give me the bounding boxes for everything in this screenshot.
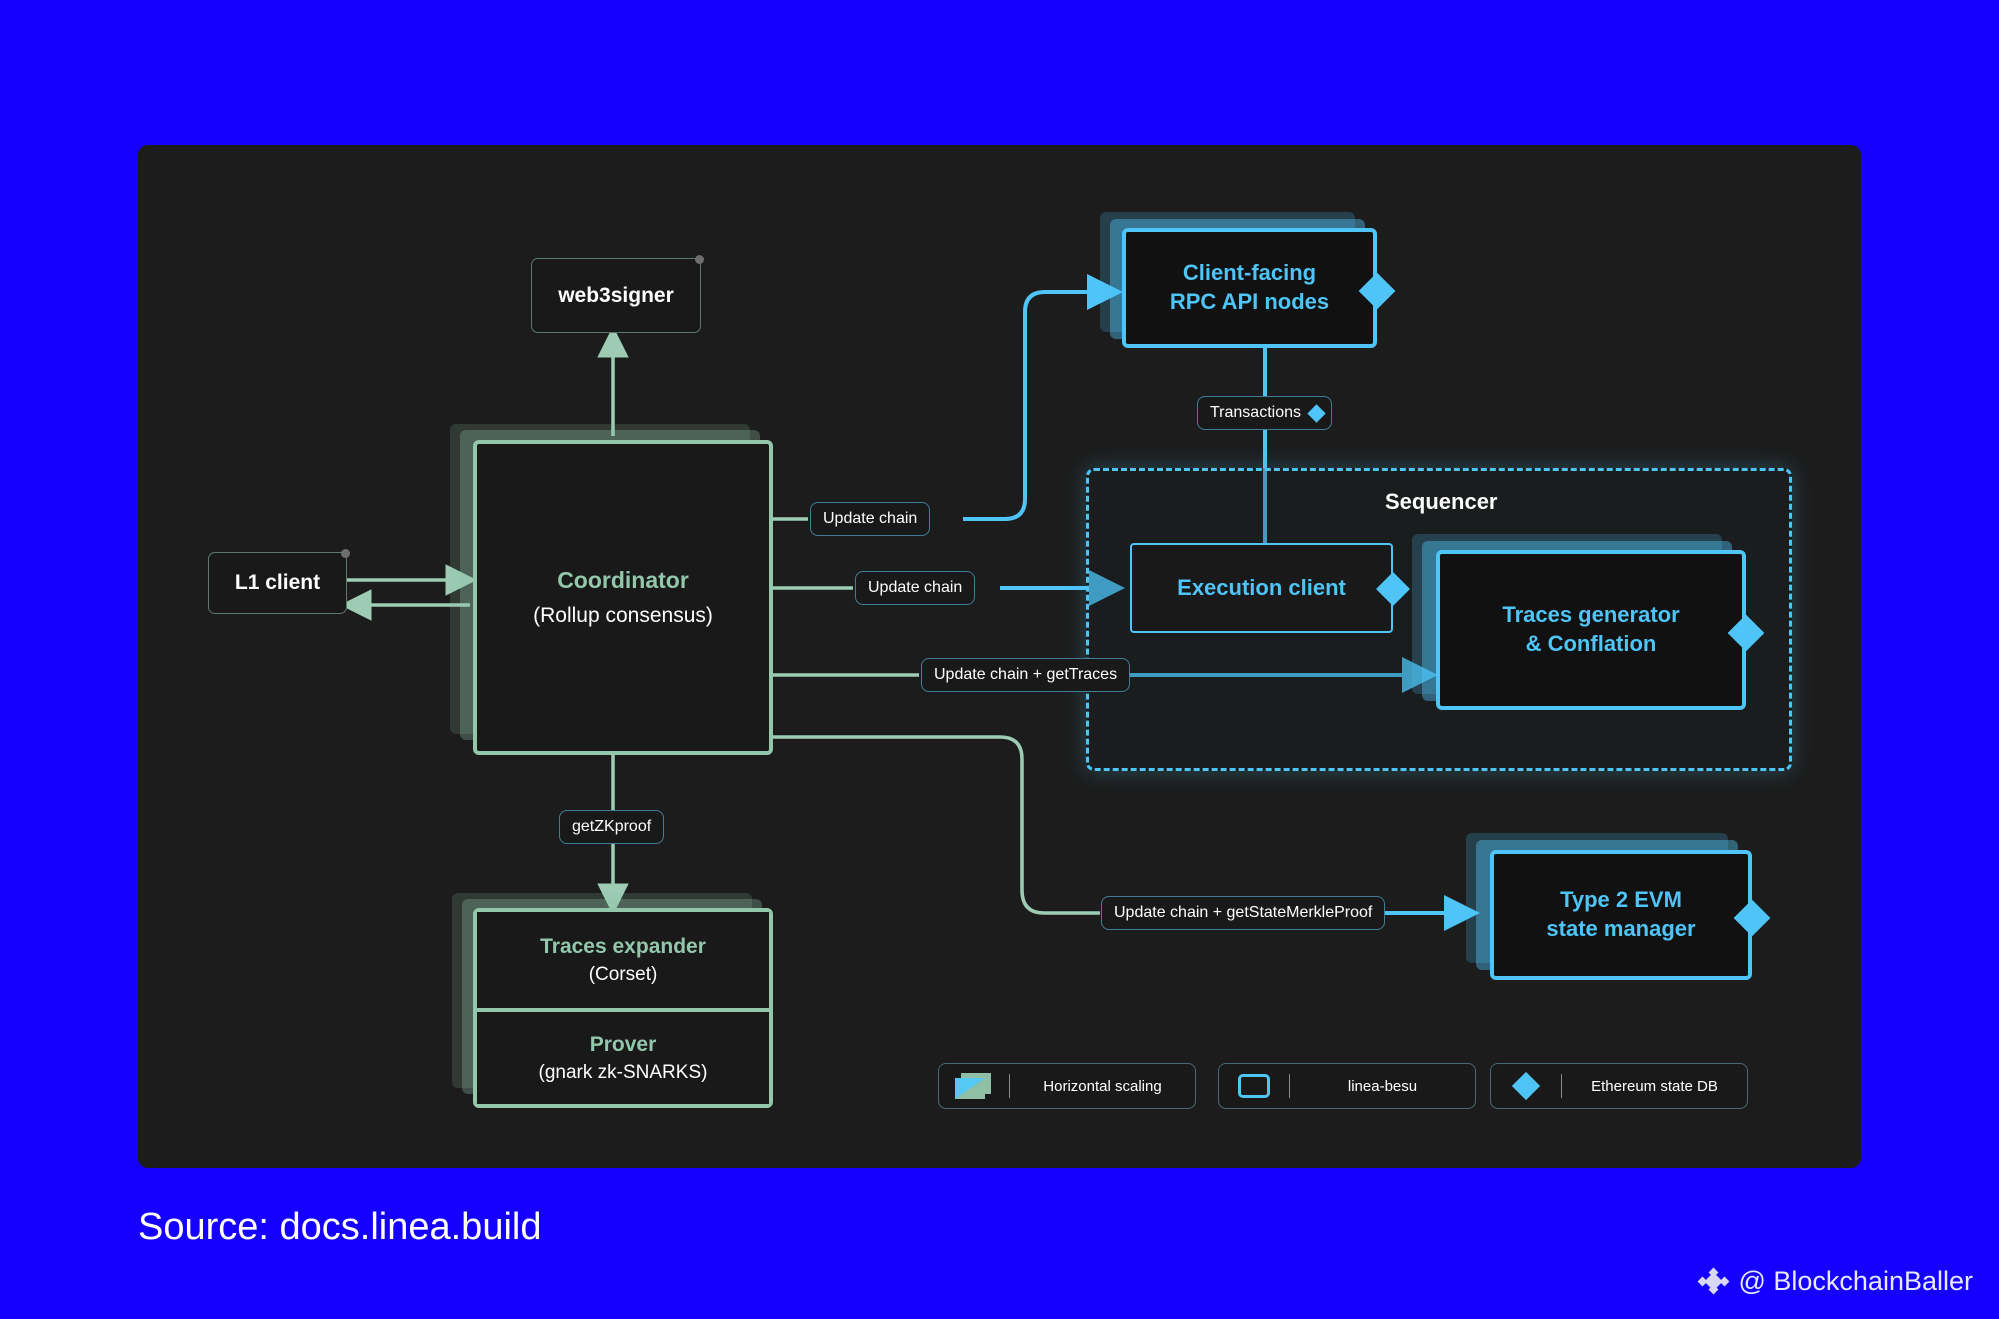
coordinator-title: Coordinator	[557, 566, 689, 593]
rounded-square-outline-icon	[1219, 1064, 1289, 1108]
node-l1-client[interactable]: L1 client	[208, 549, 350, 614]
diamond-cluster-logo-icon	[1698, 1267, 1730, 1295]
execution-client-label: Execution client	[1177, 574, 1346, 600]
rpc-line-1: Client-facing	[1182, 260, 1317, 286]
traces-generator-line-1: Traces generator	[1502, 602, 1680, 628]
stacked-cards-icon	[939, 1064, 1009, 1108]
l1-client-label: L1 client	[234, 571, 321, 595]
prover-group-divider	[477, 1008, 769, 1012]
node-traces-generator[interactable]: Traces generator & Conflation	[1436, 550, 1765, 710]
legend-label-horizontal-scaling: Horizontal scaling	[1043, 1077, 1162, 1095]
legend-label-ethereum-state-db: Ethereum state DB	[1591, 1077, 1718, 1095]
prover-title: Prover	[589, 1032, 657, 1056]
edge-label-get-zk-proof: getZKproof	[559, 810, 665, 844]
node-prover[interactable]: Prover (gnark zk-SNARKS)	[477, 1012, 769, 1104]
ethereum-state-db-diamond-icon	[1307, 403, 1326, 423]
node-execution-client[interactable]: Execution client	[1130, 543, 1410, 633]
prover-subtitle: (gnark zk-SNARKS)	[538, 1061, 708, 1083]
node-state-manager[interactable]: Type 2 EVM state manager	[1490, 850, 1771, 980]
coordinator-subtitle: (Rollup consensus)	[533, 603, 713, 627]
legend-item-linea-besu: linea-besu	[1218, 1063, 1476, 1109]
node-coordinator[interactable]: Coordinator (Rollup consensus)	[473, 440, 773, 755]
connection-handle-dot	[341, 549, 350, 558]
rpc-line-2: RPC API nodes	[1169, 289, 1330, 314]
web3signer-label: web3signer	[558, 283, 674, 307]
legend-item-horizontal-scaling: Horizontal scaling	[938, 1063, 1196, 1109]
state-manager-line-1: Type 2 EVM	[1560, 887, 1682, 913]
node-prover-group[interactable]: Traces expander (Corset) Prover (gnark z…	[473, 908, 773, 1108]
traces-expander-title: Traces expander	[540, 934, 706, 958]
node-web3signer[interactable]: web3signer	[531, 255, 704, 333]
edge-label-update-chain-rpc: Update chain	[810, 502, 931, 536]
connection-handle-dot	[695, 255, 704, 264]
legend-divider	[1009, 1074, 1010, 1098]
sequencer-label: Sequencer	[1385, 489, 1498, 514]
legend-divider	[1561, 1074, 1562, 1098]
edge-label-update-chain-exec: Update chain	[855, 571, 976, 605]
watermark-handle: @ BlockchainBaller	[1738, 1266, 1973, 1296]
node-traces-expander[interactable]: Traces expander (Corset)	[477, 912, 769, 1008]
watermark: @ BlockchainBaller	[1698, 1266, 1973, 1297]
state-manager-line-2: state manager	[1546, 916, 1696, 941]
source-caption: Source: docs.linea.build	[138, 1206, 542, 1248]
legend-divider	[1289, 1074, 1290, 1098]
legend-label-linea-besu: linea-besu	[1347, 1077, 1418, 1095]
traces-expander-subtitle: (Corset)	[588, 963, 658, 985]
diamond-icon	[1491, 1064, 1561, 1108]
legend-item-ethereum-state-db: Ethereum state DB	[1490, 1063, 1748, 1109]
edge-label-transactions: Transactions	[1197, 396, 1332, 430]
edge-label-update-chain-get-traces: Update chain + getTraces	[921, 658, 1131, 692]
traces-generator-line-2: & Conflation	[1525, 631, 1657, 656]
node-rpc-api-nodes[interactable]: Client-facing RPC API nodes	[1122, 228, 1396, 348]
edge-label-update-chain-get-state-merkle-proof: Update chain + getStateMerkleProof	[1101, 896, 1386, 930]
